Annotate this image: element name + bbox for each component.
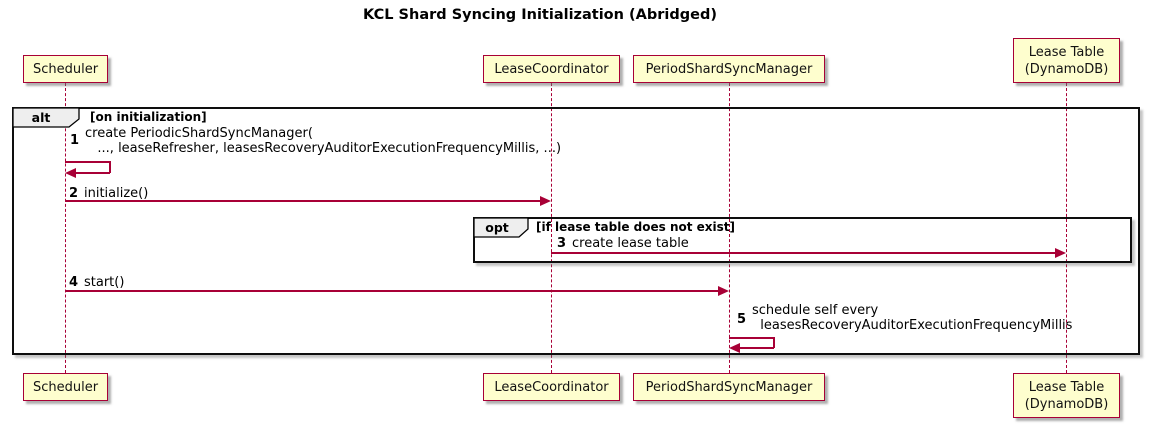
participant-box-lease-table-bottom: Lease Table (DynamoDB) [1013,373,1120,418]
message-3-arrow-line [551,252,1056,254]
message-1-arrowhead [65,168,76,178]
message-5-number: 5 [737,312,747,327]
alt-frame-keyword: alt [31,110,51,125]
message-3-text: create lease table [572,236,689,251]
alt-frame [12,107,1140,355]
message-2-text: initialize() [84,186,149,201]
message-5-text: schedule self every leasesRecoveryAudito… [752,303,1073,333]
message-1-number: 1 [70,133,80,148]
lifeline-scheduler [65,83,66,373]
opt-frame [473,217,1132,263]
message-4-arrowhead [718,286,729,296]
diagram-title: KCL Shard Syncing Initialization (Abridg… [363,7,717,23]
alt-frame-label-pentagon [13,108,80,128]
participant-box-scheduler-bottom: Scheduler [23,373,108,401]
lifeline-lease-table [1066,83,1067,373]
message-4-text: start() [84,275,125,290]
participant-box-scheduler-top: Scheduler [23,55,108,83]
participant-box-period-shard-sync-manager-bottom: PeriodShardSyncManager [633,373,825,401]
message-1-self-arrow-bottom [76,172,110,174]
message-1-text: create PeriodicShardSyncManager( ..., le… [85,126,562,156]
message-3-arrowhead [1055,248,1066,258]
lifeline-period-shard-sync-manager [729,83,730,373]
message-5-self-arrow-top [729,337,774,339]
message-4-arrow-line [65,290,719,292]
message-1-self-arrow-side [109,161,111,173]
participant-box-period-shard-sync-manager-top: PeriodShardSyncManager [633,55,825,83]
lifeline-lease-coordinator [551,83,552,373]
opt-frame-guard: [if lease table does not exist] [536,220,736,234]
alt-frame-guard: [on initialization] [90,110,207,124]
message-5-self-arrow-bottom [740,347,774,349]
message-2-number: 2 [69,186,79,201]
message-5-self-arrow-side [773,337,775,348]
participant-box-lease-coordinator-bottom: LeaseCoordinator [483,373,620,401]
opt-frame-keyword: opt [485,220,509,235]
opt-frame-label-pentagon [474,218,529,238]
message-4-number: 4 [69,275,79,290]
message-5-arrowhead [729,343,740,353]
participant-box-lease-coordinator-top: LeaseCoordinator [483,55,620,83]
participant-box-lease-table-top: Lease Table (DynamoDB) [1013,38,1120,83]
message-3-number: 3 [557,236,567,251]
message-2-arrowhead [540,196,551,206]
message-1-self-arrow-top [65,161,110,163]
message-2-arrow-line [65,200,541,202]
